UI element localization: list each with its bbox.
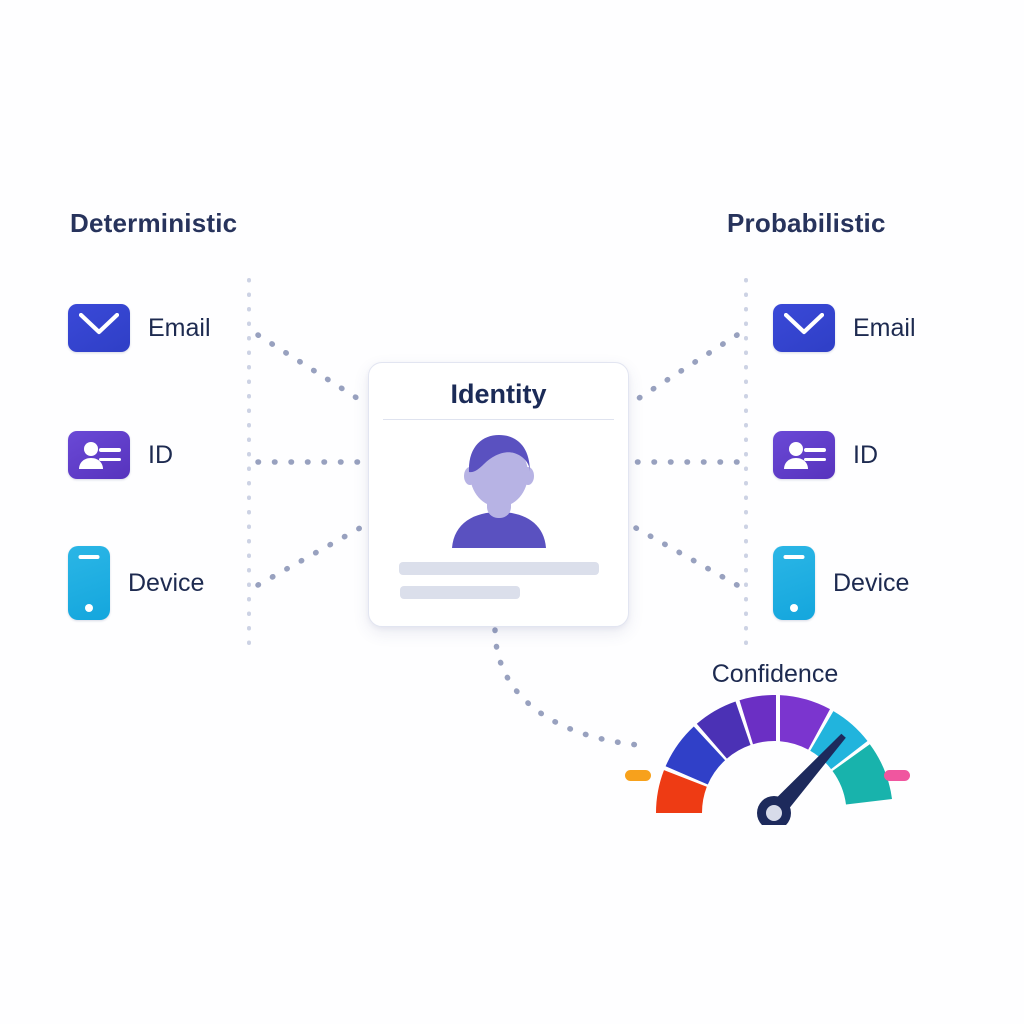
- id-text-lines-icon: [99, 448, 121, 467]
- phone-speaker-icon: [78, 555, 100, 559]
- attribute-label: Email: [148, 313, 211, 342]
- mobile-phone-icon: [773, 546, 815, 620]
- identity-card-title: Identity: [450, 379, 547, 409]
- phone-home-button-icon: [85, 604, 93, 612]
- placeholder-bar: [398, 562, 599, 575]
- mobile-phone-icon: [68, 546, 110, 620]
- envelope-icon: [773, 304, 835, 352]
- id-card-icon: [68, 431, 130, 479]
- attribute-row-id-left[interactable]: ID: [68, 431, 173, 479]
- identity-card[interactable]: Identity: [368, 362, 629, 627]
- attribute-label: Email: [853, 313, 916, 342]
- id-card-icon: [773, 431, 835, 479]
- id-text-lines-icon: [804, 448, 826, 467]
- identity-card-divider: [383, 419, 614, 420]
- gauge-marker-high: [884, 770, 910, 781]
- attribute-row-email-left[interactable]: Email: [68, 304, 211, 352]
- person-silhouette-icon: [783, 441, 809, 469]
- attribute-label: ID: [853, 440, 878, 469]
- envelope-chevron-icon: [79, 313, 119, 335]
- attribute-row-device-right[interactable]: Device: [773, 546, 909, 620]
- person-silhouette-icon: [78, 441, 104, 469]
- envelope-icon: [68, 304, 130, 352]
- avatar: [434, 428, 564, 548]
- gauge-label: Confidence: [711, 660, 839, 688]
- confidence-gauge[interactable]: [645, 694, 903, 830]
- column-heading-deterministic: Deterministic: [70, 208, 238, 238]
- attribute-row-id-right[interactable]: ID: [773, 431, 878, 479]
- attribute-label: ID: [148, 440, 173, 469]
- attribute-row-email-right[interactable]: Email: [773, 304, 916, 352]
- envelope-chevron-icon: [784, 313, 824, 335]
- attribute-row-device-left[interactable]: Device: [68, 546, 204, 620]
- placeholder-bar: [400, 586, 520, 599]
- gauge-marker-low: [625, 770, 651, 781]
- attribute-label: Device: [128, 568, 205, 597]
- attribute-label: Device: [833, 568, 910, 597]
- column-heading-probabilistic: Probabilistic: [727, 208, 886, 238]
- phone-home-button-icon: [790, 604, 798, 612]
- phone-speaker-icon: [783, 555, 805, 559]
